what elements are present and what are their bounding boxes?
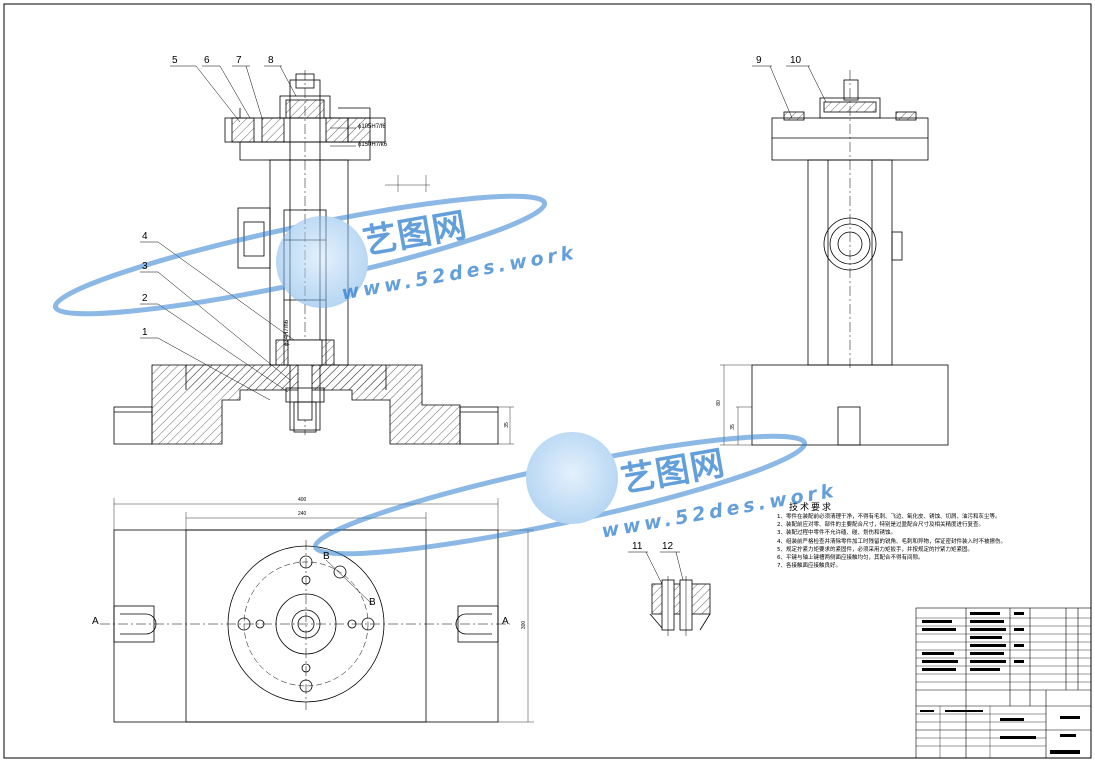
dimension-width-overall: 400 xyxy=(298,497,307,503)
requirement-item: 6、平键与轴上键槽两侧面应接触均匀，其配合不得有间隙。 xyxy=(777,555,924,562)
part-number-1: 1 xyxy=(142,327,148,338)
side-base xyxy=(751,364,949,446)
part-number-6: 6 xyxy=(204,55,210,66)
part-number-2: 2 xyxy=(142,293,148,304)
top-view xyxy=(100,498,534,723)
detail-view xyxy=(649,576,711,636)
watermark-globe-1 xyxy=(52,193,548,317)
part-leaders xyxy=(140,65,827,585)
front-section-view xyxy=(113,70,514,445)
dimension-height-2: 80 xyxy=(715,400,722,406)
technical-requirements: 技术要求 1、零件在装配前必须清理干净，不得有毛刺、飞边、氧化皮、锈蚀、切屑、油… xyxy=(777,500,1077,570)
watermark-globe-2 xyxy=(312,432,808,557)
part-number-5: 5 xyxy=(172,55,178,66)
part-number-3: 3 xyxy=(142,261,148,272)
section-marker-b-top: B xyxy=(323,551,330,562)
dimension-height-1: 35 xyxy=(503,422,510,428)
base-foot-right xyxy=(459,406,499,445)
side-port xyxy=(823,217,877,271)
requirement-item: 2、装配前应对零、部件的主要配合尺寸，特别是过盈配合尺寸及相关精度进行复查。 xyxy=(777,522,985,529)
section-marker-a-right: A xyxy=(502,616,509,627)
base-foot-left xyxy=(113,406,153,445)
dimension-depth: 300 xyxy=(521,620,528,630)
fit-annotation-3: ϕ34H7/h6 xyxy=(284,319,290,346)
fit-annotation-2: ϕ150H7/k6 xyxy=(358,142,388,148)
side-column xyxy=(807,159,893,366)
requirement-item: 1、零件在装配前必须清理干净，不得有毛刺、飞边、氧化皮、锈蚀、切屑、油污和灰尘等… xyxy=(777,514,1001,520)
sheet-border xyxy=(3,3,1092,759)
section-marker-a-left: A xyxy=(92,616,99,627)
section-marker-b-bottom: B xyxy=(369,597,376,608)
title-block xyxy=(915,607,1092,759)
technical-requirements-title: 技术要求 xyxy=(789,503,834,513)
requirement-item: 5、规定拧紧力矩要求的紧固件，必须采用力矩扳手，并按规定的拧紧力矩紧固。 xyxy=(777,546,974,553)
part-number-12: 12 xyxy=(662,541,674,552)
part-number-9: 9 xyxy=(756,55,762,66)
requirement-item: 7、各接触面应接触良好。 xyxy=(777,563,842,570)
dimension-width-inner: 240 xyxy=(298,511,307,517)
part-number-4: 4 xyxy=(142,231,148,242)
part-number-11: 11 xyxy=(632,541,643,552)
fit-annotation-1: ϕ105H7/f6 xyxy=(358,124,386,130)
part-number-7: 7 xyxy=(236,55,242,66)
side-view xyxy=(720,70,949,446)
dimension-height-3: 35 xyxy=(729,424,736,430)
requirement-item: 4、组装前严格检查并清除零件加工时残留的锐角、毛刺和异物，保证密封件装入时不被擦… xyxy=(777,538,1007,545)
part-number-10: 10 xyxy=(790,55,802,66)
requirement-item: 3、装配过程中零件不允许磕、碰、划伤和锈蚀。 xyxy=(777,530,897,537)
part-number-8: 8 xyxy=(268,55,274,66)
